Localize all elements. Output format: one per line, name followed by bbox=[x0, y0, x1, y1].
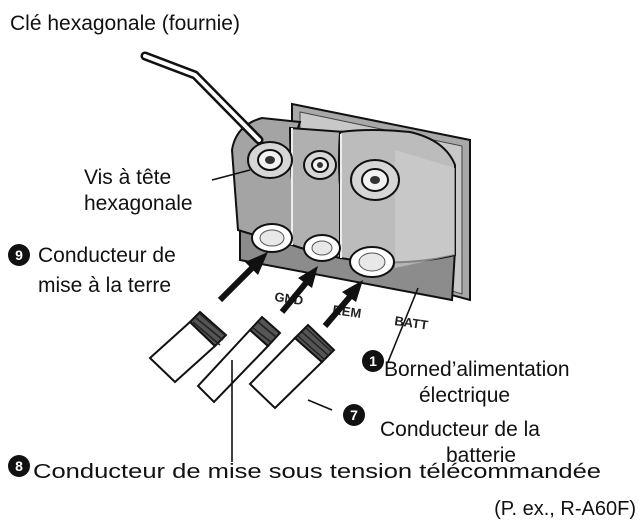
badge-power: 1 bbox=[362, 350, 384, 372]
insert-arrows bbox=[217, 252, 363, 328]
hex-screw-right bbox=[350, 159, 400, 201]
svg-text:9: 9 bbox=[15, 247, 23, 263]
badge-remote: 8 bbox=[8, 455, 30, 477]
label-power-terminal-line1: Borned’alimentation bbox=[384, 358, 570, 381]
terminal-label-batt: BATT bbox=[394, 313, 430, 333]
hex-key bbox=[140, 51, 264, 145]
socket-batt bbox=[349, 246, 395, 278]
cable-battery bbox=[248, 323, 336, 410]
label-ground-line1: Conducteur de bbox=[38, 244, 176, 267]
socket-rem bbox=[303, 234, 341, 262]
label-hex-screw-line2: hexagonale bbox=[84, 192, 193, 215]
svg-text:1: 1 bbox=[369, 353, 377, 369]
label-remote: Conducteur de mise sous tension télécomm… bbox=[33, 461, 601, 483]
hex-screw-middle bbox=[303, 150, 337, 180]
svg-text:7: 7 bbox=[350, 407, 358, 423]
cable-ground bbox=[148, 310, 228, 384]
badge-battery: 7 bbox=[343, 404, 365, 426]
svg-text:8: 8 bbox=[15, 458, 23, 474]
label-power-terminal-line2: électrique bbox=[419, 384, 510, 407]
label-hex-key: Clé hexagonale (fournie) bbox=[10, 12, 240, 35]
label-ground-line2: mise à la terre bbox=[38, 274, 171, 297]
label-battery-line1: Conducteur de la bbox=[380, 418, 540, 441]
label-example-model: (P. ex., R-A60F) bbox=[494, 498, 636, 520]
label-hex-screw-line1: Vis à tête bbox=[84, 166, 171, 189]
socket-gnd bbox=[251, 223, 293, 253]
badge-ground: 9 bbox=[8, 244, 30, 266]
hex-screw-left bbox=[247, 141, 293, 179]
leader-lines bbox=[211, 169, 419, 462]
label-battery-line2: batterie bbox=[446, 444, 516, 467]
cable-remote bbox=[196, 315, 282, 404]
